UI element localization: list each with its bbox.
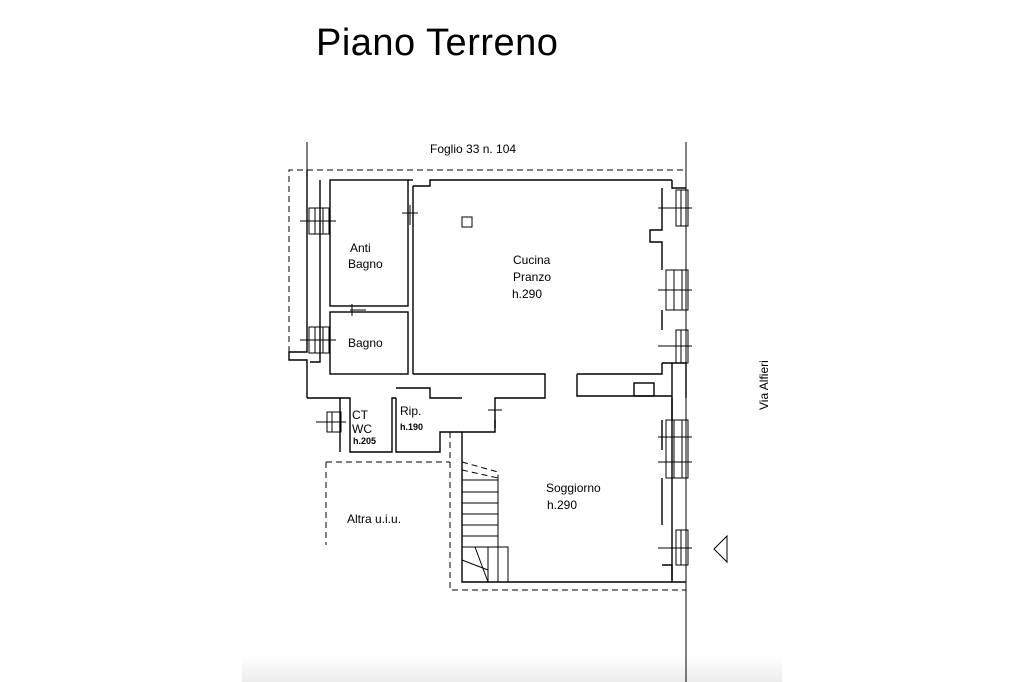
room-ct-label: CT: [352, 408, 369, 422]
altra-uiu-label: Altra u.i.u.: [347, 512, 401, 526]
room-bagno-label: Bagno: [348, 336, 383, 350]
door-marks: [350, 205, 502, 418]
room-rip-height: h.190: [400, 422, 423, 432]
staircase: [461, 461, 509, 583]
room-cucina-line2: Pranzo: [513, 270, 551, 284]
room-ct-wc-height: h.205: [353, 436, 376, 446]
property-outline: [288, 169, 686, 591]
room-cucina-height: h.290: [512, 287, 542, 301]
room-cucina-line1: Cucina: [513, 253, 551, 267]
room-anti-bagno-line1: Anti: [350, 241, 371, 255]
interior-walls: [340, 363, 672, 583]
room-soggiorno-height: h.290: [547, 498, 577, 512]
window-marks: [300, 189, 692, 566]
street-label: Via Alfieri: [757, 360, 771, 410]
entrance-arrow-icon: [713, 534, 728, 564]
room-rip-label: Rip.: [400, 404, 421, 418]
room-wc-label: WC: [352, 422, 372, 436]
bathroom-block: [329, 179, 414, 375]
page-title: Piano Terreno: [316, 22, 559, 64]
room-soggiorno-label: Soggiorno: [546, 481, 601, 495]
bottom-fade: [242, 655, 782, 682]
header-note: Foglio 33 n. 104: [430, 142, 516, 156]
room-anti-bagno-line2: Bagno: [348, 257, 383, 271]
